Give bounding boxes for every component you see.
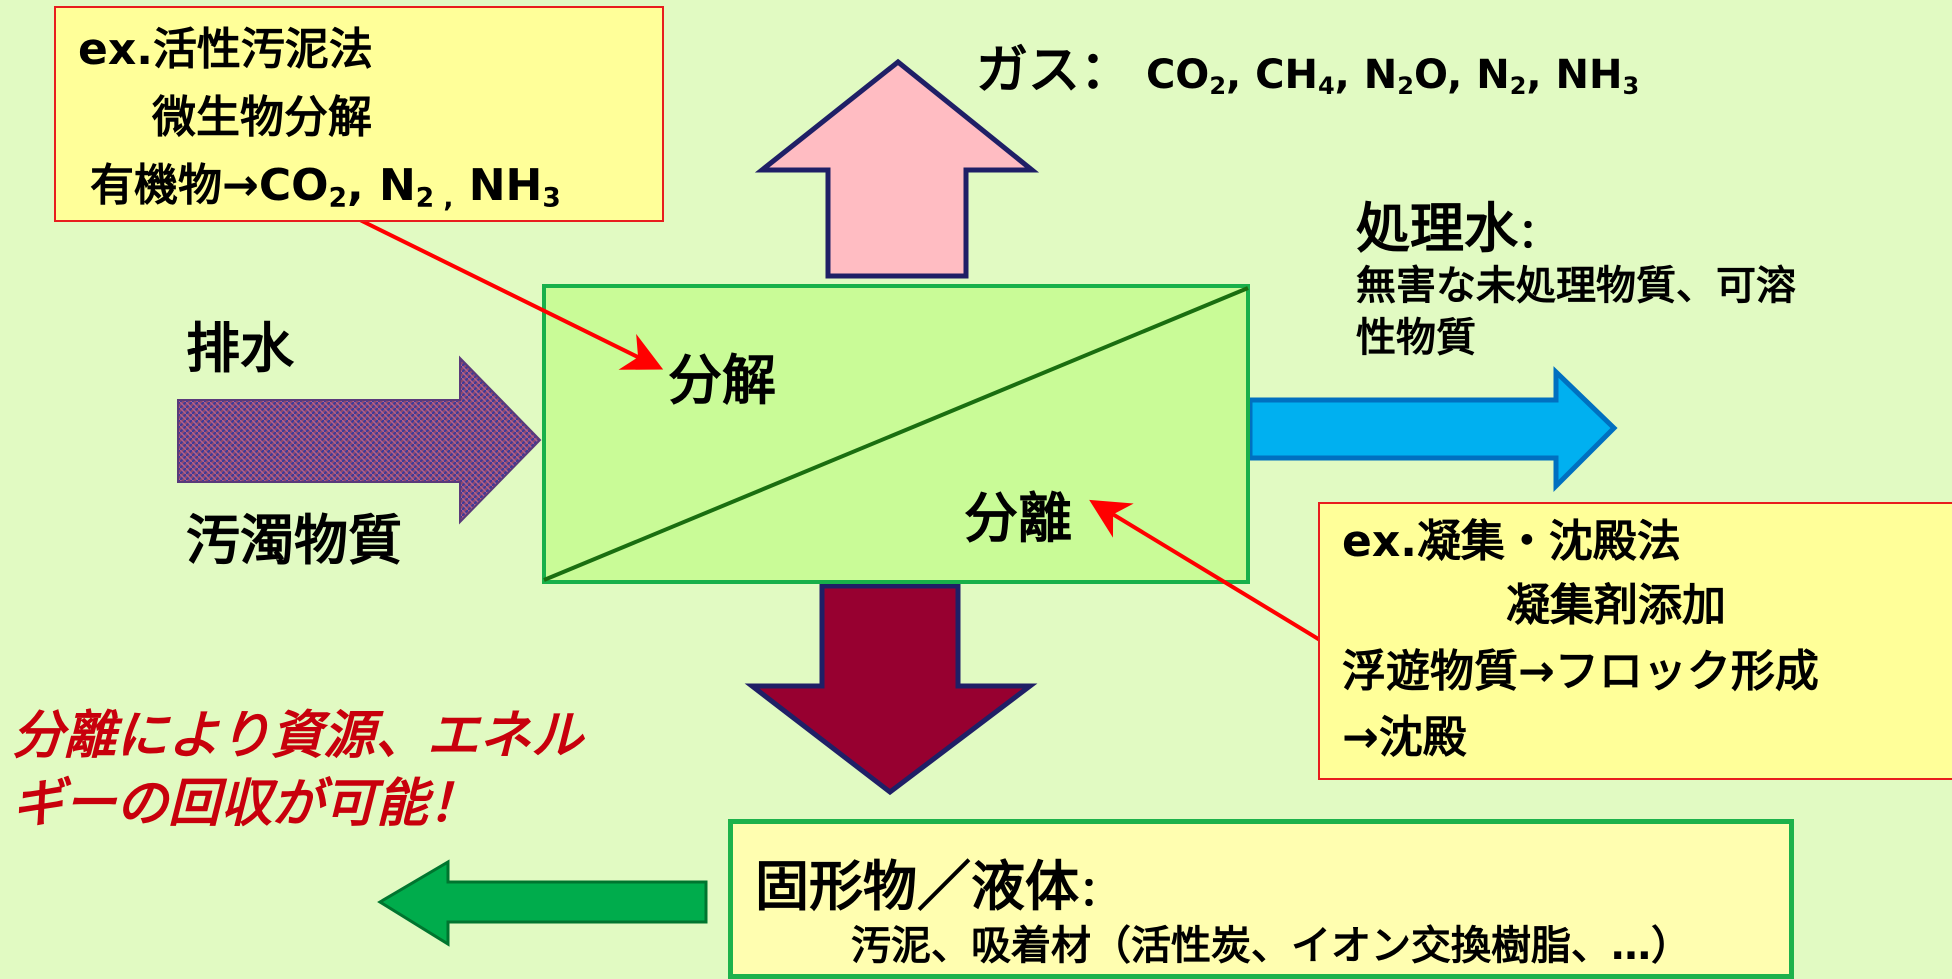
- wastewater-inflow-arrow: [177, 355, 542, 525]
- gas-sub: 3: [1622, 72, 1640, 100]
- recovery-message: 分離により資源、エネル ギーの回収が可能！: [12, 702, 583, 838]
- treated-water-desc-line-2: 性物質: [1356, 315, 1476, 361]
- treated-water-desc: 無害な未処理物質、可溶 性物質: [1356, 260, 1796, 364]
- gas-sub: 2: [1209, 72, 1227, 100]
- gas-sub: 2: [1509, 72, 1527, 100]
- gas-part: , NH: [1526, 52, 1623, 98]
- solids-colon: ：: [1079, 869, 1119, 915]
- gas-part: , N: [1334, 52, 1398, 98]
- coag-line-1: ex.凝集・沈殿法: [1342, 516, 1681, 567]
- gas-title: ガス：: [976, 41, 1133, 101]
- note-line-2: 微生物分解: [152, 92, 372, 143]
- activated-sludge-note: ex.活性汚泥法 微生物分解 有機物→CO2, N2 , NH3: [54, 6, 664, 222]
- pollutant-label: 汚濁物質: [186, 509, 402, 572]
- gas-part: , CH: [1226, 52, 1318, 98]
- gas-label: ガス： CO2, CH4, N2O, N2, NH3: [976, 28, 1639, 103]
- solids-heading: 固形物／液体：: [755, 842, 1119, 921]
- coag-line-3: 浮遊物質→フロック形成: [1342, 646, 1819, 697]
- gas-part: CO: [1145, 52, 1210, 98]
- note-line-3-mid: , N: [346, 160, 416, 211]
- separate-pointer: [1089, 499, 1322, 642]
- note-line-3: 有機物→CO2, N2 , NH3: [90, 160, 561, 225]
- solids-arrow: [744, 583, 1038, 796]
- decompose-pointer: [359, 218, 664, 370]
- coag-line-2: 凝集剤添加: [1506, 580, 1726, 631]
- gas-part: O, N: [1413, 52, 1510, 98]
- note-line-1: ex.活性汚泥法: [78, 24, 373, 75]
- treated-water-desc-line-1: 無害な未処理物質、可溶: [1356, 263, 1796, 309]
- treated-water-arrow: [1247, 366, 1618, 493]
- treated-water-colon: ：: [1518, 211, 1558, 257]
- decompose-label: 分解: [668, 349, 776, 412]
- treated-water-title: 処理水: [1356, 197, 1518, 260]
- note-line-3-sub2: 2 ,: [415, 182, 454, 214]
- separate-label: 分離: [964, 487, 1072, 550]
- note-line-3-sub1: 2: [328, 182, 347, 214]
- coagulation-note: ex.凝集・沈殿法 凝集剤添加 浮遊物質→フロック形成 →沈殿: [1318, 502, 1952, 780]
- gas-formula: CO2, CH4, N2O, N2, NH3: [1145, 52, 1640, 100]
- gas-sub: 4: [1317, 72, 1335, 100]
- note-line-3-sub3: 3: [542, 182, 561, 214]
- process-divider: [543, 286, 1249, 582]
- gas-sub: 2: [1397, 72, 1414, 100]
- note-line-3-mid2: NH: [453, 160, 543, 211]
- gas-arrow: [754, 58, 1040, 279]
- solids-items: 汚泥、吸着材（活性炭、イオン交換樹脂、…）: [851, 923, 1691, 969]
- coag-line-4: →沈殿: [1342, 712, 1467, 763]
- solids-title: 固形物／液体: [755, 855, 1079, 918]
- recovery-arrow: [377, 859, 708, 947]
- recovery-line-1: 分離により資源、エネル: [12, 706, 583, 766]
- recovery-line-2: ギーの回収が可能！: [12, 774, 481, 834]
- solids-box: 固形物／液体： 汚泥、吸着材（活性炭、イオン交換樹脂、…）: [728, 819, 1794, 979]
- treated-water-heading: 処理水：: [1356, 184, 1558, 263]
- note-line-3-prefix: 有機物→CO: [90, 160, 329, 211]
- wastewater-label: 排水: [186, 317, 294, 380]
